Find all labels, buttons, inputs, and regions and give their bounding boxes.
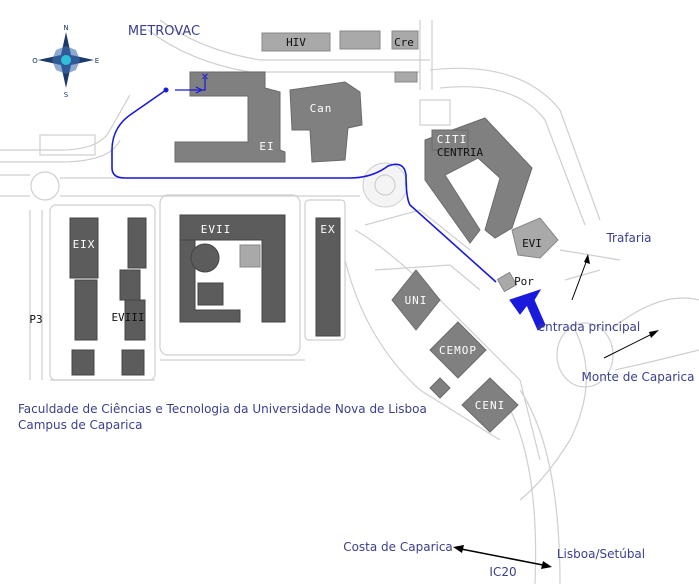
building-label-can: Can xyxy=(310,102,333,115)
building-eix[interactable]: EIX xyxy=(69,217,99,376)
arrow-costa-icon xyxy=(453,545,464,553)
building-label-eviii: EVIII xyxy=(111,311,144,324)
compass-west-label: O xyxy=(32,57,38,65)
building-label-cre: Cre xyxy=(394,36,414,49)
metro-route: ✕ xyxy=(111,72,546,331)
building-eii[interactable]: CITI CENTRIA EII xyxy=(424,117,533,244)
compass-east-label: E xyxy=(95,57,99,65)
building-por[interactable]: Por xyxy=(496,271,534,293)
label-lisboa-setubal: Lisboa/Setúbal xyxy=(557,547,645,561)
building-label-evi: EVI xyxy=(522,237,542,250)
arrow-trafaria-icon xyxy=(584,254,590,264)
building-cre[interactable]: Cre xyxy=(391,30,419,83)
entrance-arrow-icon xyxy=(509,289,546,331)
building-eviii[interactable]: EVIII xyxy=(111,217,147,376)
building-can[interactable]: Can xyxy=(289,81,363,163)
building-label-ex: EX xyxy=(320,223,335,236)
building-label-ceni: CENI xyxy=(475,399,506,412)
building-ei[interactable]: EI xyxy=(174,71,286,163)
building-label-hiv: HIV xyxy=(286,36,306,49)
parking-label-p3: P3 xyxy=(29,313,42,326)
building-ex[interactable]: EX xyxy=(315,217,341,337)
label-ic20: IC20 xyxy=(489,565,516,579)
compass-rose-icon: N S E O xyxy=(32,24,99,99)
route-start-dot xyxy=(163,87,169,93)
building-label-eix: EIX xyxy=(73,238,96,251)
metro-label: METROVAC xyxy=(128,24,200,39)
building-ceni[interactable]: CENI xyxy=(461,377,519,433)
building-cemop[interactable]: CEMOP xyxy=(429,321,487,379)
map-title-line2: Campus de Caparica xyxy=(18,418,142,432)
building-evii[interactable]: EVII xyxy=(179,214,286,323)
arrow-monte-icon xyxy=(649,330,659,338)
building-uni[interactable]: UNI xyxy=(391,269,441,331)
building-evi[interactable]: EVI xyxy=(511,217,559,259)
building-hiv[interactable]: HIV xyxy=(261,30,381,52)
label-monte-caparica: Monte de Caparica xyxy=(582,370,695,384)
metro-stop-x-icon: ✕ xyxy=(201,72,209,83)
building-label-cemop: CEMOP xyxy=(439,344,477,357)
compass-south-label: S xyxy=(64,91,69,99)
arrow-lisboa-icon xyxy=(541,561,552,569)
building-label-centria: CENTRIA xyxy=(437,146,484,159)
building-label-ei: EI xyxy=(259,140,274,153)
small-building xyxy=(429,377,451,399)
building-label-por: Por xyxy=(514,275,534,288)
building-label-eii: EII xyxy=(466,198,489,211)
compass-north-label: N xyxy=(63,24,68,32)
building-label-uni: UNI xyxy=(405,294,428,307)
walking-route-line xyxy=(111,89,497,283)
map-title-line1: Faculdade de Ciências e Tecnologia da Un… xyxy=(18,402,427,416)
label-trafaria: Trafaria xyxy=(605,231,651,245)
building-label-evii: EVII xyxy=(201,223,232,236)
buildings: HIV Cre EI Can CITI CENTRIA EII EV xyxy=(69,30,559,433)
direction-arrows xyxy=(453,254,659,569)
label-costa-caparica: Costa de Caparica xyxy=(343,540,453,554)
building-label-citi: CITI xyxy=(437,133,468,146)
metro-stop-marker xyxy=(175,78,206,91)
label-entrada-principal: entrada principal xyxy=(538,320,641,334)
